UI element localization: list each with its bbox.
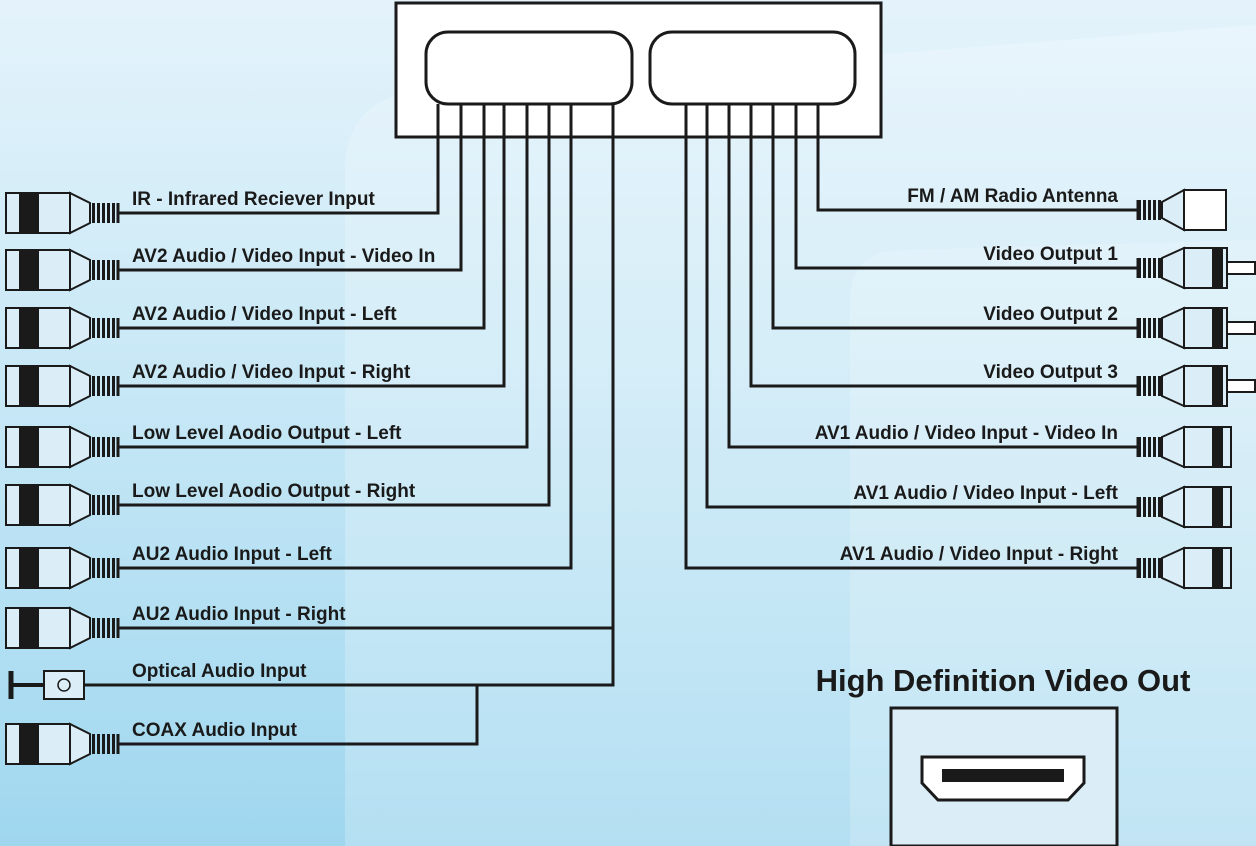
left-connector-label: AU2 Audio Input - Right [132,604,346,625]
left-harness-plug [424,30,634,106]
left-connector: COAX Audio Input [5,720,298,766]
left-wire [118,104,551,507]
right-wire [727,104,1138,449]
background-panel [345,25,1256,846]
right-connector-label: AV1 Audio / Video Input - Video In [815,423,1118,444]
left-connector-label: AV2 Audio / Video Input - Right [132,362,411,383]
right-wire [771,104,1138,330]
right-connector-label: AV1 Audio / Video Input - Left [853,483,1118,504]
left-connector-label: AV2 Audio / Video Input - Video In [132,246,435,267]
left-wire [118,104,463,272]
right-connector: Video Output 1 [983,244,1256,290]
left-connector: Optical Audio Input [8,661,307,700]
right-harness-plug [648,30,857,106]
left-connector-label: Optical Audio Input [132,661,307,682]
right-connector-label: FM / AM Radio Antenna [907,186,1118,207]
left-connector: Low Level Aodio Output - Right [5,481,416,527]
left-connector: AV2 Audio / Video Input - Video In [5,246,435,292]
left-connector-label: COAX Audio Input [132,720,298,741]
right-connector-label: Video Output 1 [983,244,1118,265]
right-connector: Video Output 2 [983,304,1256,350]
hdmi-port-icon [889,706,1119,846]
left-connector-label: IR - Infrared Reciever Input [132,189,376,210]
right-connector-label: Video Output 3 [983,362,1118,383]
right-connector-label: AV1 Audio / Video Input - Right [840,544,1119,565]
right-connector: AV1 Audio / Video Input - Left [853,483,1232,529]
right-wire [816,104,1138,212]
wires [84,104,1138,746]
left-connector: Low Level Aodio Output - Left [5,423,402,469]
right-connector: Video Output 3 [983,362,1256,408]
right-connector: FM / AM Radio Antenna [907,186,1227,232]
left-connector-label: Low Level Aodio Output - Right [132,481,416,502]
coax-wire [118,685,479,746]
left-connector: AU2 Audio Input - Left [5,544,332,590]
right-connector-label: Video Output 2 [983,304,1118,325]
right-connector: AV1 Audio / Video Input - Right [840,544,1232,590]
left-connector-label: AU2 Audio Input - Left [132,544,332,565]
left-wire [118,104,506,388]
optical-wire [84,104,615,687]
right-wire [794,104,1138,270]
right-connector: AV1 Audio / Video Input - Video In [815,423,1232,469]
right-wire [749,104,1138,388]
left-wire [118,104,440,215]
right-wire [705,104,1138,509]
left-connector: IR - Infrared Reciever Input [5,189,376,235]
left-connector: AV2 Audio / Video Input - Left [5,304,397,350]
left-connector-label: Low Level Aodio Output - Left [132,423,402,444]
left-wire [118,104,573,570]
hdmi-title: High Definition Video Out [816,663,1191,698]
left-wire [118,104,486,330]
right-wire [684,104,1138,570]
left-connector-label: AV2 Audio / Video Input - Left [132,304,397,325]
left-wire [118,104,529,449]
left-connector: AV2 Audio / Video Input - Right [5,362,411,408]
left-connector: AU2 Audio Input - Right [5,604,346,650]
